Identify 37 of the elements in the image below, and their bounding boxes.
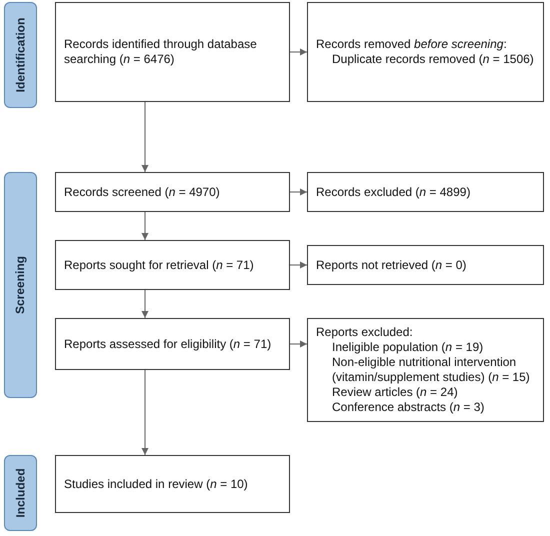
box-text: Reports not retrieved (n = 0) [316,258,468,272]
box-text: Duplicate records removed (n = 1506) [331,52,535,67]
process-box [307,172,544,212]
box-text: Review articles (n = 24) [331,385,459,400]
box-text: Reports excluded: [316,325,414,340]
arrow [142,102,148,172]
process-box [55,172,290,212]
process-box [307,245,544,285]
box-text: Records screened (n = 4970) [64,184,221,200]
box-text: Records excluded (n = 4899) [316,184,472,200]
process-box [55,318,290,370]
stage-label: Identification [14,18,28,92]
process-box [307,2,544,102]
process-box [55,240,290,290]
stage-band [4,455,37,531]
box-text: Reports assessed for eligibility (n = 71) [64,336,272,352]
box-text: Conference abstracts (n = 3) [331,400,486,415]
stage-band [4,2,37,108]
arrow [290,262,308,268]
stage-label: Screening [14,256,28,314]
process-box [55,455,290,513]
arrow [290,48,308,56]
box-text: Ineligible population (n = 19) [331,340,484,355]
process-box [55,2,290,102]
stage-label: Included [14,468,28,518]
arrow [142,370,148,456]
box-text: Records identified through database searching (n = 6476) [64,37,258,67]
arrow [142,290,148,318]
arrow [290,340,308,348]
arrow [142,212,148,240]
box-text: Non-eligible nutritional intervention (vitamin/supplement studies) (n = 15) [331,355,531,385]
box-text: Records removed before screening: [316,37,508,52]
process-box [307,318,544,422]
box-text: Reports sought for retrieval (n = 71) [64,258,255,272]
box-text: Studies included in review (n = 10) [64,476,249,492]
arrow [290,188,308,196]
stage-band [4,172,37,398]
